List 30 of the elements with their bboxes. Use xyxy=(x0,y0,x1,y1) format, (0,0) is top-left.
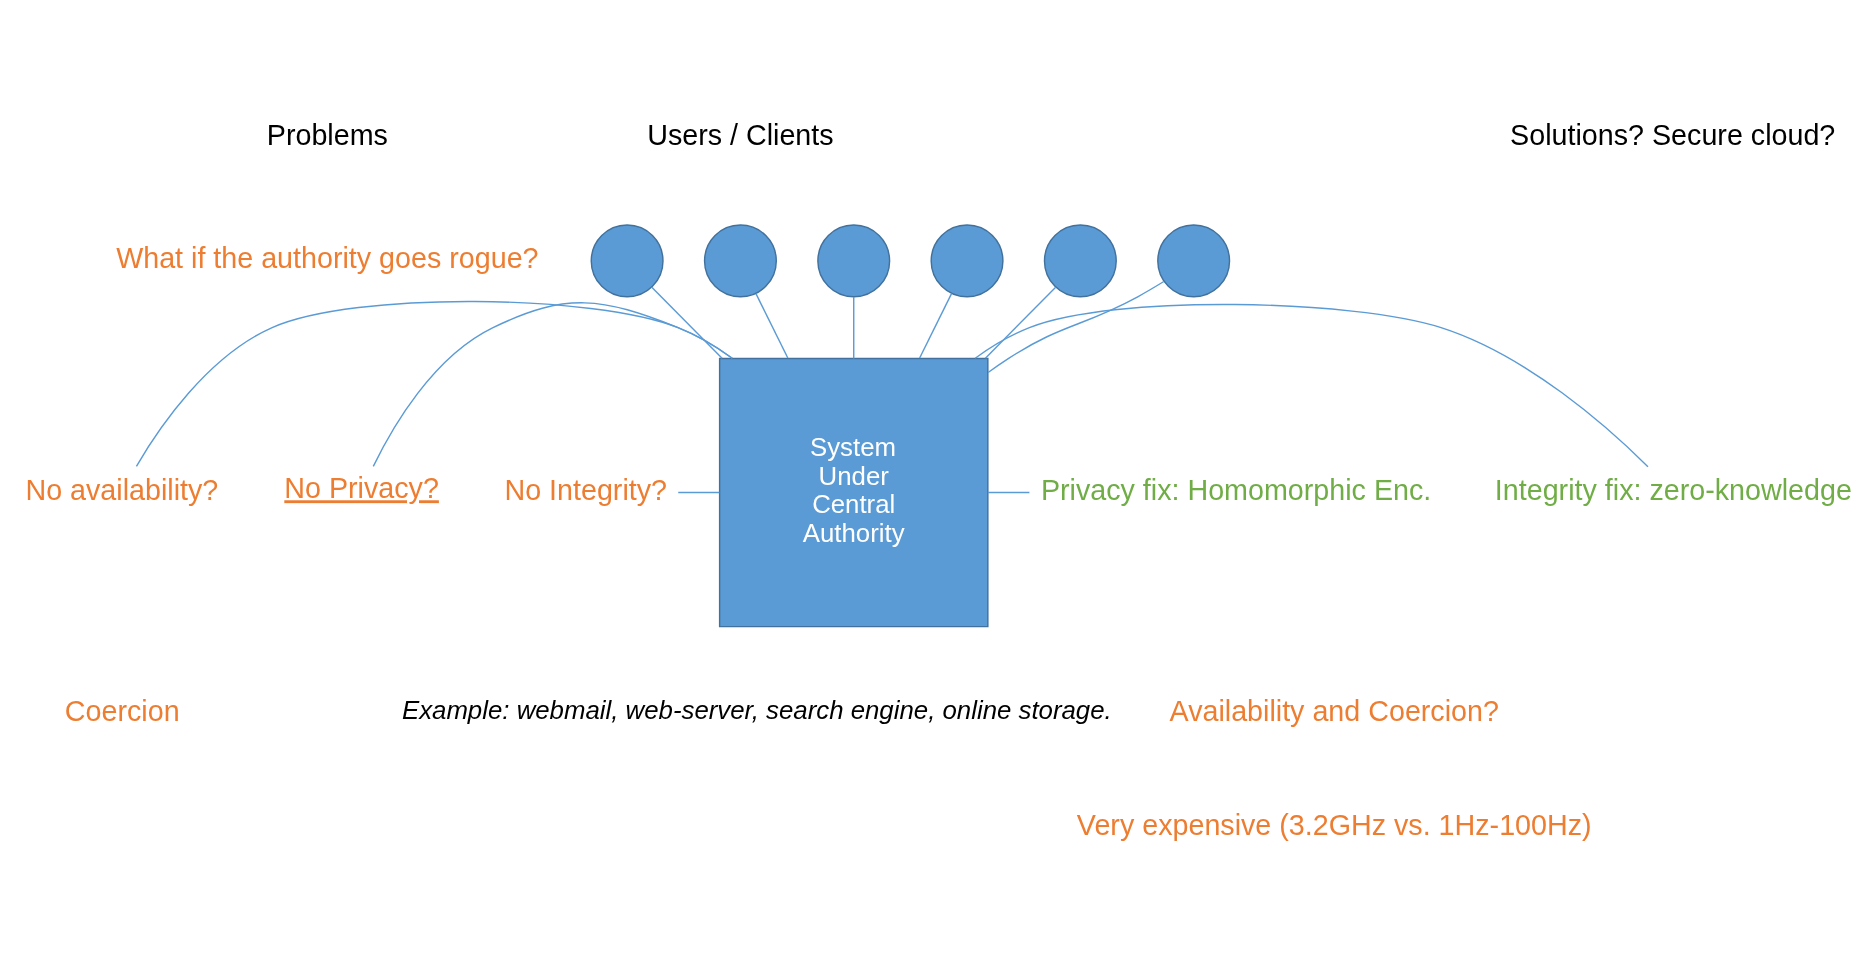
connector xyxy=(755,292,789,359)
connector xyxy=(974,303,1649,468)
node-circle xyxy=(590,224,664,298)
connector xyxy=(987,491,1031,494)
label: Very expensive (3.2GHz vs. 1Hz-100Hz) xyxy=(1076,808,1592,841)
node-circle xyxy=(817,224,891,298)
node-label: Example: webmail, web-server, search engine, online storage. xyxy=(401,696,1112,725)
node-circle xyxy=(930,224,1004,298)
node-text: No availability? xyxy=(25,473,219,506)
node-circle xyxy=(703,224,777,298)
label: What if the authority goes rogue? xyxy=(116,242,539,275)
connector xyxy=(135,300,733,468)
node-circle xyxy=(1157,224,1231,298)
node-text: No Integrity? xyxy=(504,473,668,506)
node-text: Privacy fix: Homomorphic Enc. xyxy=(1040,473,1432,506)
label: Problems xyxy=(266,118,388,151)
node-circle xyxy=(1043,224,1117,298)
node-text: No Privacy? xyxy=(284,472,439,505)
label: Solutions? Secure cloud? xyxy=(1510,118,1836,151)
connector xyxy=(918,292,953,359)
node-text: Integrity fix: zero-knowledge xyxy=(1494,473,1852,506)
connector xyxy=(677,491,721,494)
connector xyxy=(853,296,855,360)
connector xyxy=(987,280,1165,374)
node-box: System Under Central Authority xyxy=(718,357,989,628)
label: Availability and Coercion? xyxy=(1169,695,1499,728)
label: Coercion xyxy=(64,695,180,728)
label: Users / Clients xyxy=(647,118,834,151)
connector xyxy=(651,286,723,359)
connector xyxy=(984,286,1057,359)
